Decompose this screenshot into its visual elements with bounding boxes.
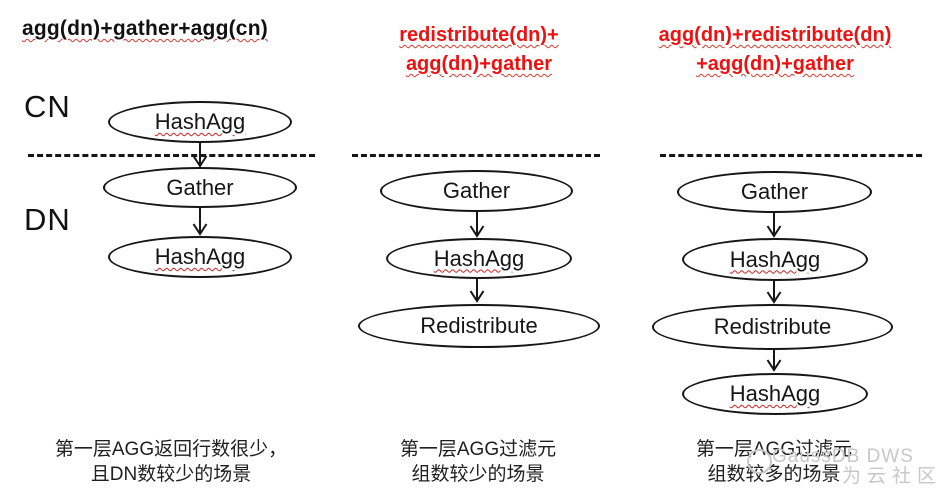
cn-zone-label: CN	[24, 89, 71, 124]
plan3-node-hashagg-upper: HashAgg	[682, 238, 868, 281]
watermark-mascot-icon	[747, 449, 772, 474]
plan3-node-hashagg-upper-label: HashAgg	[729, 246, 821, 272]
plan3-node-gather-label: Gather	[740, 179, 809, 204]
plan2-node-hashagg: HashAgg	[386, 238, 572, 279]
column1-caption-line2: 且DN数较少的场景	[90, 464, 252, 485]
column1-caption-line1: 第一层AGG返回行数很少，	[54, 439, 288, 460]
column2-header: redistribute(dn)+ agg(dn)+gather	[348, 21, 610, 79]
cn-dn-divider-column2	[352, 154, 600, 157]
column3-caption-line1: 第一层AGG过滤元	[695, 439, 853, 460]
cn-dn-divider-column3	[660, 154, 922, 157]
plan2-node-hashagg-label: HashAgg	[433, 245, 525, 271]
column3-header: agg(dn)+redistribute(dn) +agg(dn)+gather	[634, 21, 916, 79]
plan3-node-hashagg-lower-label: HashAgg	[729, 381, 821, 406]
column3-caption-line2: 组数较多的场景	[707, 464, 841, 485]
watermark-community-text: 为云社区	[842, 466, 943, 487]
column2-header-line1: redistribute(dn)+	[399, 24, 559, 46]
plan3-node-redistribute: Redistribute	[652, 304, 893, 350]
plan1-node-hashagg-cn-label: HashAgg	[154, 109, 246, 134]
column2-header-line2: agg(dn)+gather	[405, 53, 553, 75]
plan3-node-hashagg-lower: HashAgg	[682, 373, 868, 415]
plan2-node-gather-label: Gather	[442, 178, 511, 203]
flow-arrows	[192, 143, 782, 372]
column1-header-text: agg(dn)+gather+agg(cn)	[22, 17, 268, 40]
cn-dn-divider-column1	[28, 154, 315, 157]
column3-header-line2: +agg(dn)+gather	[696, 53, 854, 75]
plan3-node-gather: Gather	[677, 171, 872, 213]
column3-header-line1: agg(dn)+redistribute(dn)	[658, 24, 892, 46]
column2-caption-line2: 组数较少的场景	[411, 464, 545, 485]
dn-zone-label: DN	[24, 202, 71, 237]
plan2-node-redistribute: Redistribute	[358, 304, 600, 348]
plan2-node-redistribute-label: Redistribute	[420, 313, 538, 338]
watermark-brand-text: GaussDB DWS	[772, 446, 914, 467]
column2-caption: 第一层AGG过滤元 组数较少的场景	[349, 437, 607, 487]
plan1-node-gather: Gather	[103, 167, 297, 208]
plan1-node-hashagg-cn: HashAgg	[108, 101, 292, 143]
column1-caption: 第一层AGG返回行数很少， 且DN数较少的场景	[25, 437, 317, 487]
column1-header: agg(dn)+gather+agg(cn)	[22, 17, 268, 41]
plan3-node-redistribute-label: Redistribute	[713, 314, 832, 339]
plan1-node-gather-label: Gather	[166, 174, 234, 200]
plan1-node-hashagg-dn-label: HashAgg	[154, 244, 246, 269]
plan2-node-gather: Gather	[380, 170, 573, 212]
column2-caption-line1: 第一层AGG过滤元	[399, 439, 557, 460]
plan1-node-hashagg-dn: HashAgg	[108, 236, 292, 278]
column3-caption: 第一层AGG过滤元 组数较多的场景	[644, 437, 904, 487]
